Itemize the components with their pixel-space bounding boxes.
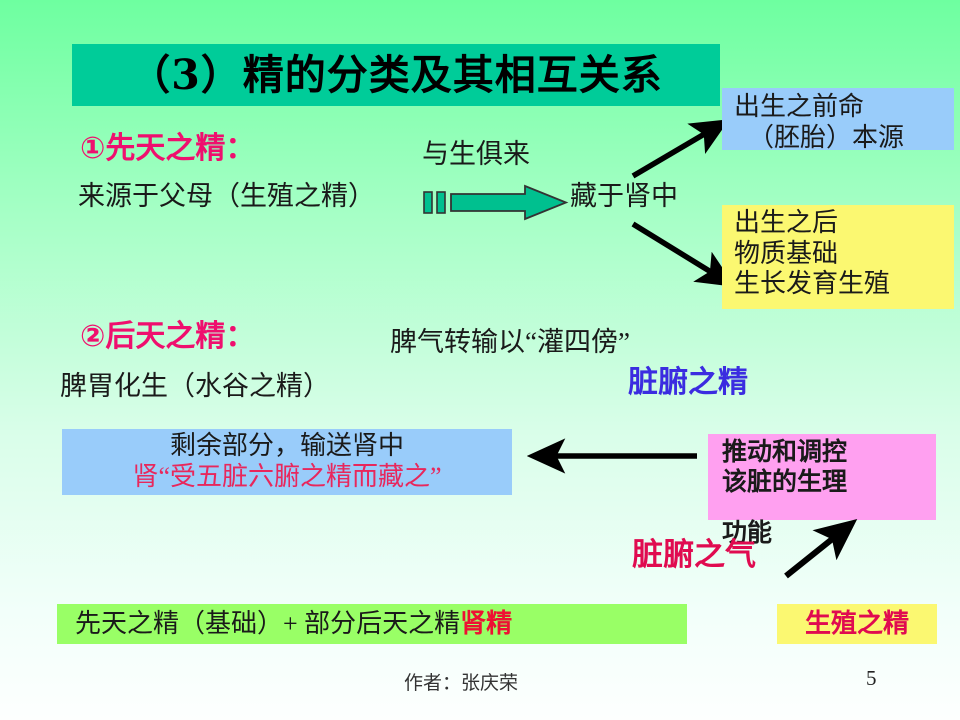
arrow-down-right-icon bbox=[630, 218, 740, 290]
arrow-up-right-small-icon bbox=[782, 518, 862, 580]
box-postnatal-basis-line3: 生长发育生殖 bbox=[734, 269, 891, 299]
box-postnatal-basis: 出生之后 物质基础 生长发育生殖 bbox=[722, 205, 954, 309]
kidney-essence-formula: 先天之精（基础）+ 部分后天之精 bbox=[75, 608, 461, 638]
box-reproductive-essence: 生殖之精 bbox=[777, 604, 937, 644]
box-prenatal-origin: 出生之前命 （胚胎）本源 bbox=[722, 88, 954, 152]
box-promote-regulate: 推动和调控 该脏的生理 bbox=[708, 434, 936, 520]
section-2-note: 脾气转输以“灌四傍” bbox=[390, 327, 630, 357]
box-promote-line2: 该脏的生理 bbox=[722, 466, 848, 496]
reproductive-essence-label: 生殖之精 bbox=[804, 608, 909, 639]
block-arrow-icon bbox=[423, 184, 569, 221]
box-promote-line3: 功能 bbox=[722, 518, 773, 547]
box-promote-line1: 推动和调控 bbox=[722, 437, 848, 466]
box-residual-line1: 剩余部分，输送肾中 bbox=[169, 431, 404, 460]
label-zangfu-qi: 脏腑之气 bbox=[632, 537, 756, 573]
box-residual-to-kidney: 剩余部分，输送肾中 肾“受五脏六腑之精而藏之” bbox=[62, 429, 512, 495]
box-prenatal-origin-line2: （胚胎）本源 bbox=[748, 122, 905, 152]
box-kidney-essence-summary: 先天之精（基础）+ 部分后天之精 肾精 bbox=[57, 604, 687, 644]
section-1-note: 与生俱来 bbox=[422, 139, 530, 169]
footer-page-number: 5 bbox=[866, 666, 877, 690]
box-postnatal-basis-line1: 出生之后 bbox=[734, 208, 839, 237]
section-2-source: 脾胃化生（水谷之精） bbox=[60, 371, 330, 401]
box-residual-line2: 肾“受五脏六腑之精而藏之” bbox=[132, 461, 442, 491]
label-zangfu-jing: 脏腑之精 bbox=[628, 365, 748, 400]
section-2-heading: ②后天之精： bbox=[80, 319, 256, 354]
footer-author: 作者：张庆荣 bbox=[404, 673, 519, 694]
slide-title-bar: （3）精的分类及其相互关系 bbox=[72, 44, 720, 106]
section-1-heading: ①先天之精： bbox=[80, 131, 256, 166]
arrow-left-icon bbox=[526, 438, 700, 474]
kidney-essence-label: 肾精 bbox=[460, 608, 513, 639]
arrow-up-right-icon bbox=[630, 118, 730, 180]
section-1-target: 藏于肾中 bbox=[570, 181, 678, 211]
box-prenatal-origin-line1: 出生之前命 bbox=[734, 92, 865, 121]
box-postnatal-basis-line2: 物质基础 bbox=[734, 238, 839, 268]
section-1-source: 来源于父母（生殖之精） bbox=[78, 181, 375, 211]
page-title: （3）精的分类及其相互关系 bbox=[129, 50, 663, 99]
